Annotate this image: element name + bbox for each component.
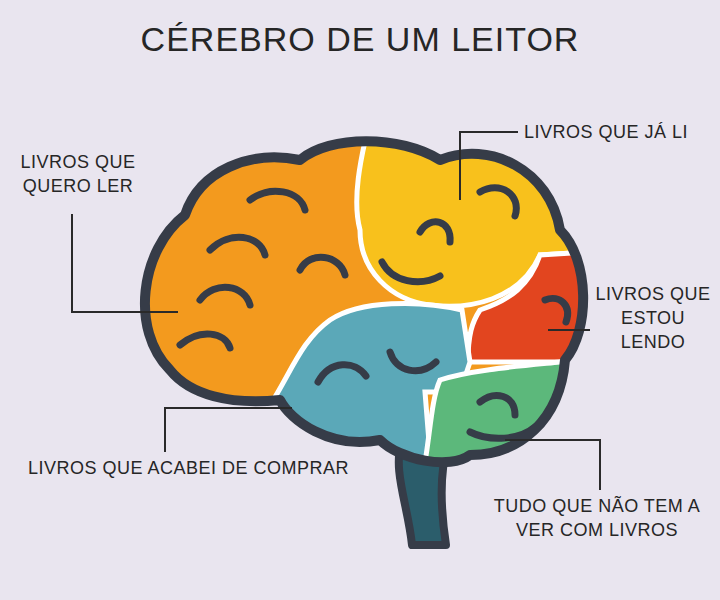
callout-label: LIVROS QUE ACABEI DE COMPRAR [28,456,388,480]
back-region [468,250,620,362]
leader-line [505,440,600,490]
brain-outline [145,141,583,462]
cerebellum-region [420,362,620,490]
leader-line [460,132,518,200]
callout-label: LIVROS QUE QUERO LER [14,150,142,198]
leader-line [548,329,590,331]
leader-lines [72,132,600,490]
callout-label: LIVROS QUE JÁ LI [524,120,714,144]
leader-line [72,214,178,312]
leader-line [165,408,292,452]
front-region [100,100,620,500]
callout-label: TUDO QUE NÃO TEM A VER COM LIVROS [480,494,714,542]
diagram-title: CÉREBRO DE UM LEITOR [0,20,720,59]
callout-label: LIVROS QUE ESTOU LENDO [592,282,714,354]
